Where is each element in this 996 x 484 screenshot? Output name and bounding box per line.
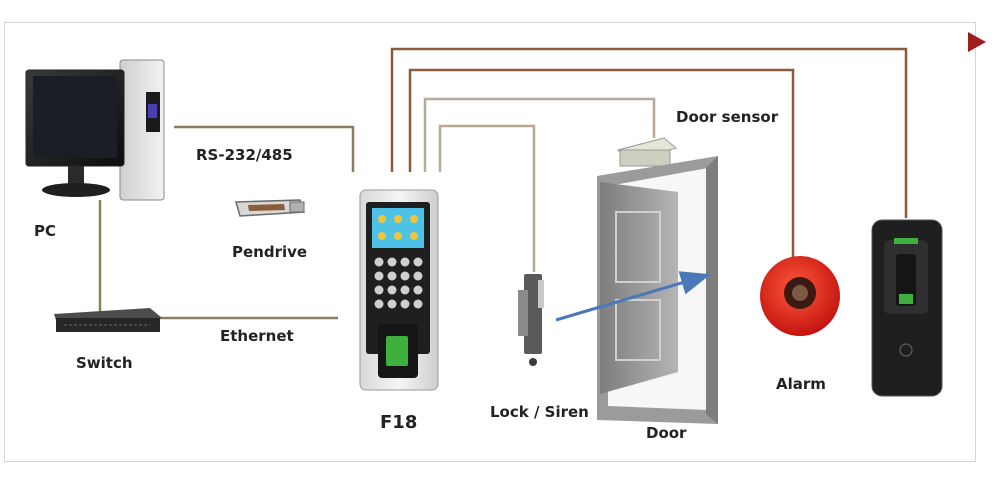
pc-icon — [25, 59, 165, 201]
wire-door-sensor — [423, 97, 656, 172]
card-reader-icon — [871, 219, 943, 397]
lock-icon — [518, 274, 544, 366]
label-pendrive: Pendrive — [232, 243, 308, 261]
label-rs232: RS-232/485 — [196, 146, 293, 164]
label-pc: PC — [34, 222, 57, 240]
switch-icon — [54, 308, 162, 332]
label-f18: F18 — [380, 412, 418, 433]
f18-device — [359, 189, 439, 391]
wire-rs232 — [174, 125, 355, 172]
wires — [98, 47, 908, 320]
signal-arrow — [555, 271, 711, 322]
wire-lock — [438, 124, 536, 272]
diagram-panel — [4, 22, 976, 462]
play-arrow-icon[interactable] — [966, 32, 988, 52]
label-door-sensor: Door sensor — [676, 108, 779, 126]
pendrive-icon — [235, 199, 306, 217]
label-lock-siren: Lock / Siren — [490, 403, 589, 421]
label-door: Door — [646, 424, 687, 442]
alarm-bell-icon — [760, 256, 840, 336]
label-switch: Switch — [76, 354, 133, 372]
label-alarm: Alarm — [776, 375, 826, 393]
wire-alarm — [408, 68, 795, 258]
wire-reader — [390, 47, 908, 218]
door-sensor-icon — [617, 137, 678, 167]
label-ethernet: Ethernet — [220, 327, 294, 345]
